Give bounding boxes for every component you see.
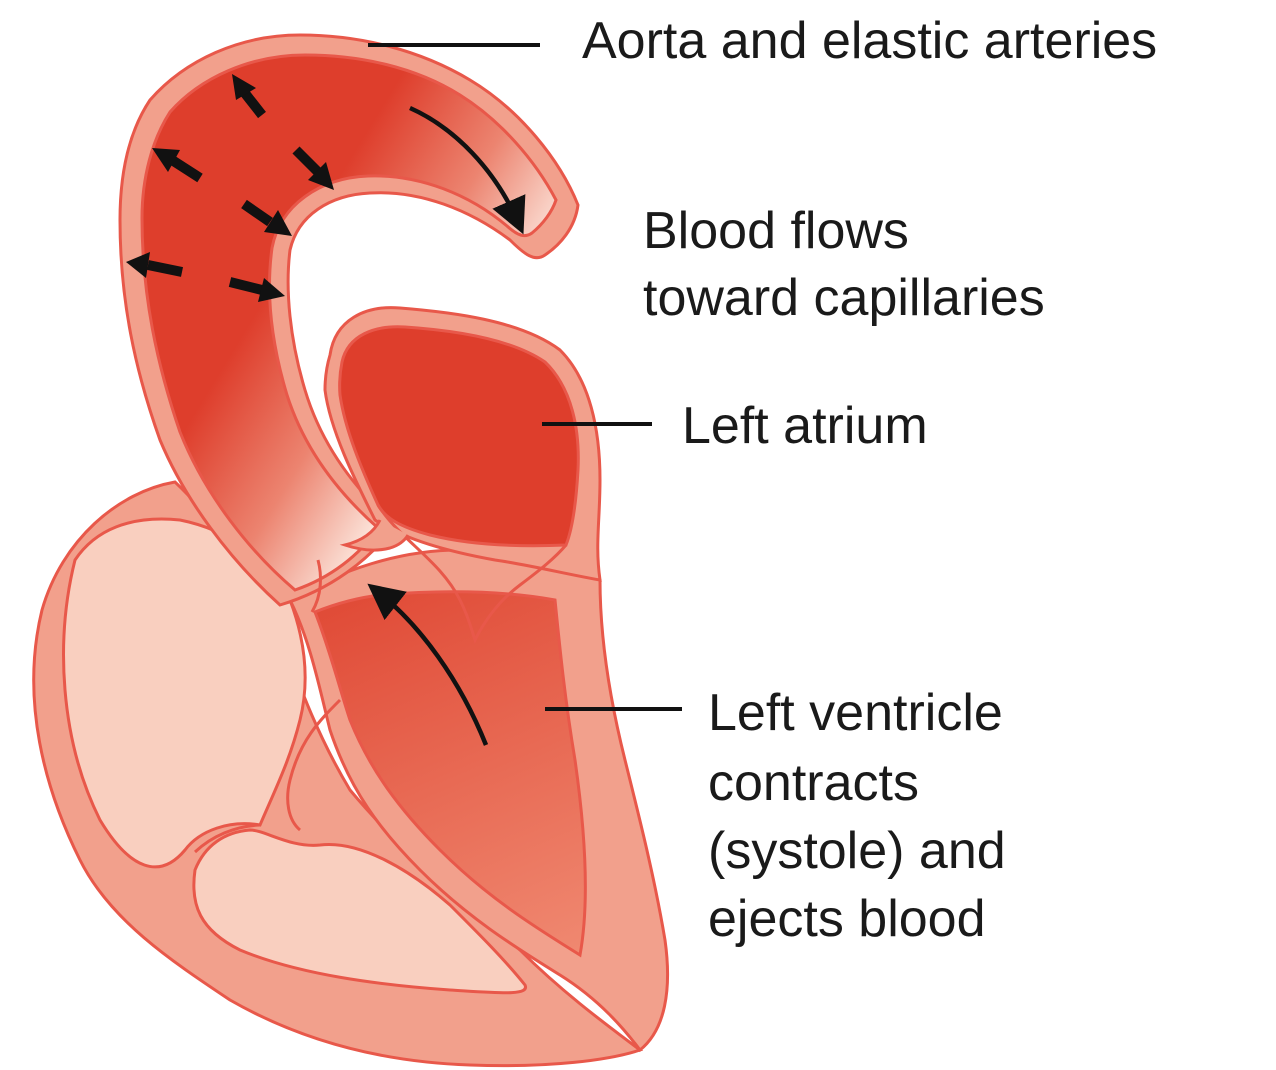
left-ventricle-label: Left ventricle contracts (systole) and e… <box>708 684 1006 948</box>
left-atrium-label: Left atrium <box>682 397 928 455</box>
ventricle-label-line-2: contracts <box>708 754 919 812</box>
ventricle-label-line-4: ejects blood <box>708 890 986 948</box>
blood-flow-label-line-1: Blood flows <box>643 202 909 260</box>
ventricle-label-line-3: (systole) and <box>708 822 1006 880</box>
ventricle-label-line-1: Left ventricle <box>708 684 1003 742</box>
blood-flow-label-line-2: toward capillaries <box>643 269 1045 327</box>
aorta-label: Aorta and elastic arteries <box>582 12 1157 70</box>
blood-flow-label: Blood flows toward capillaries <box>643 202 1045 327</box>
